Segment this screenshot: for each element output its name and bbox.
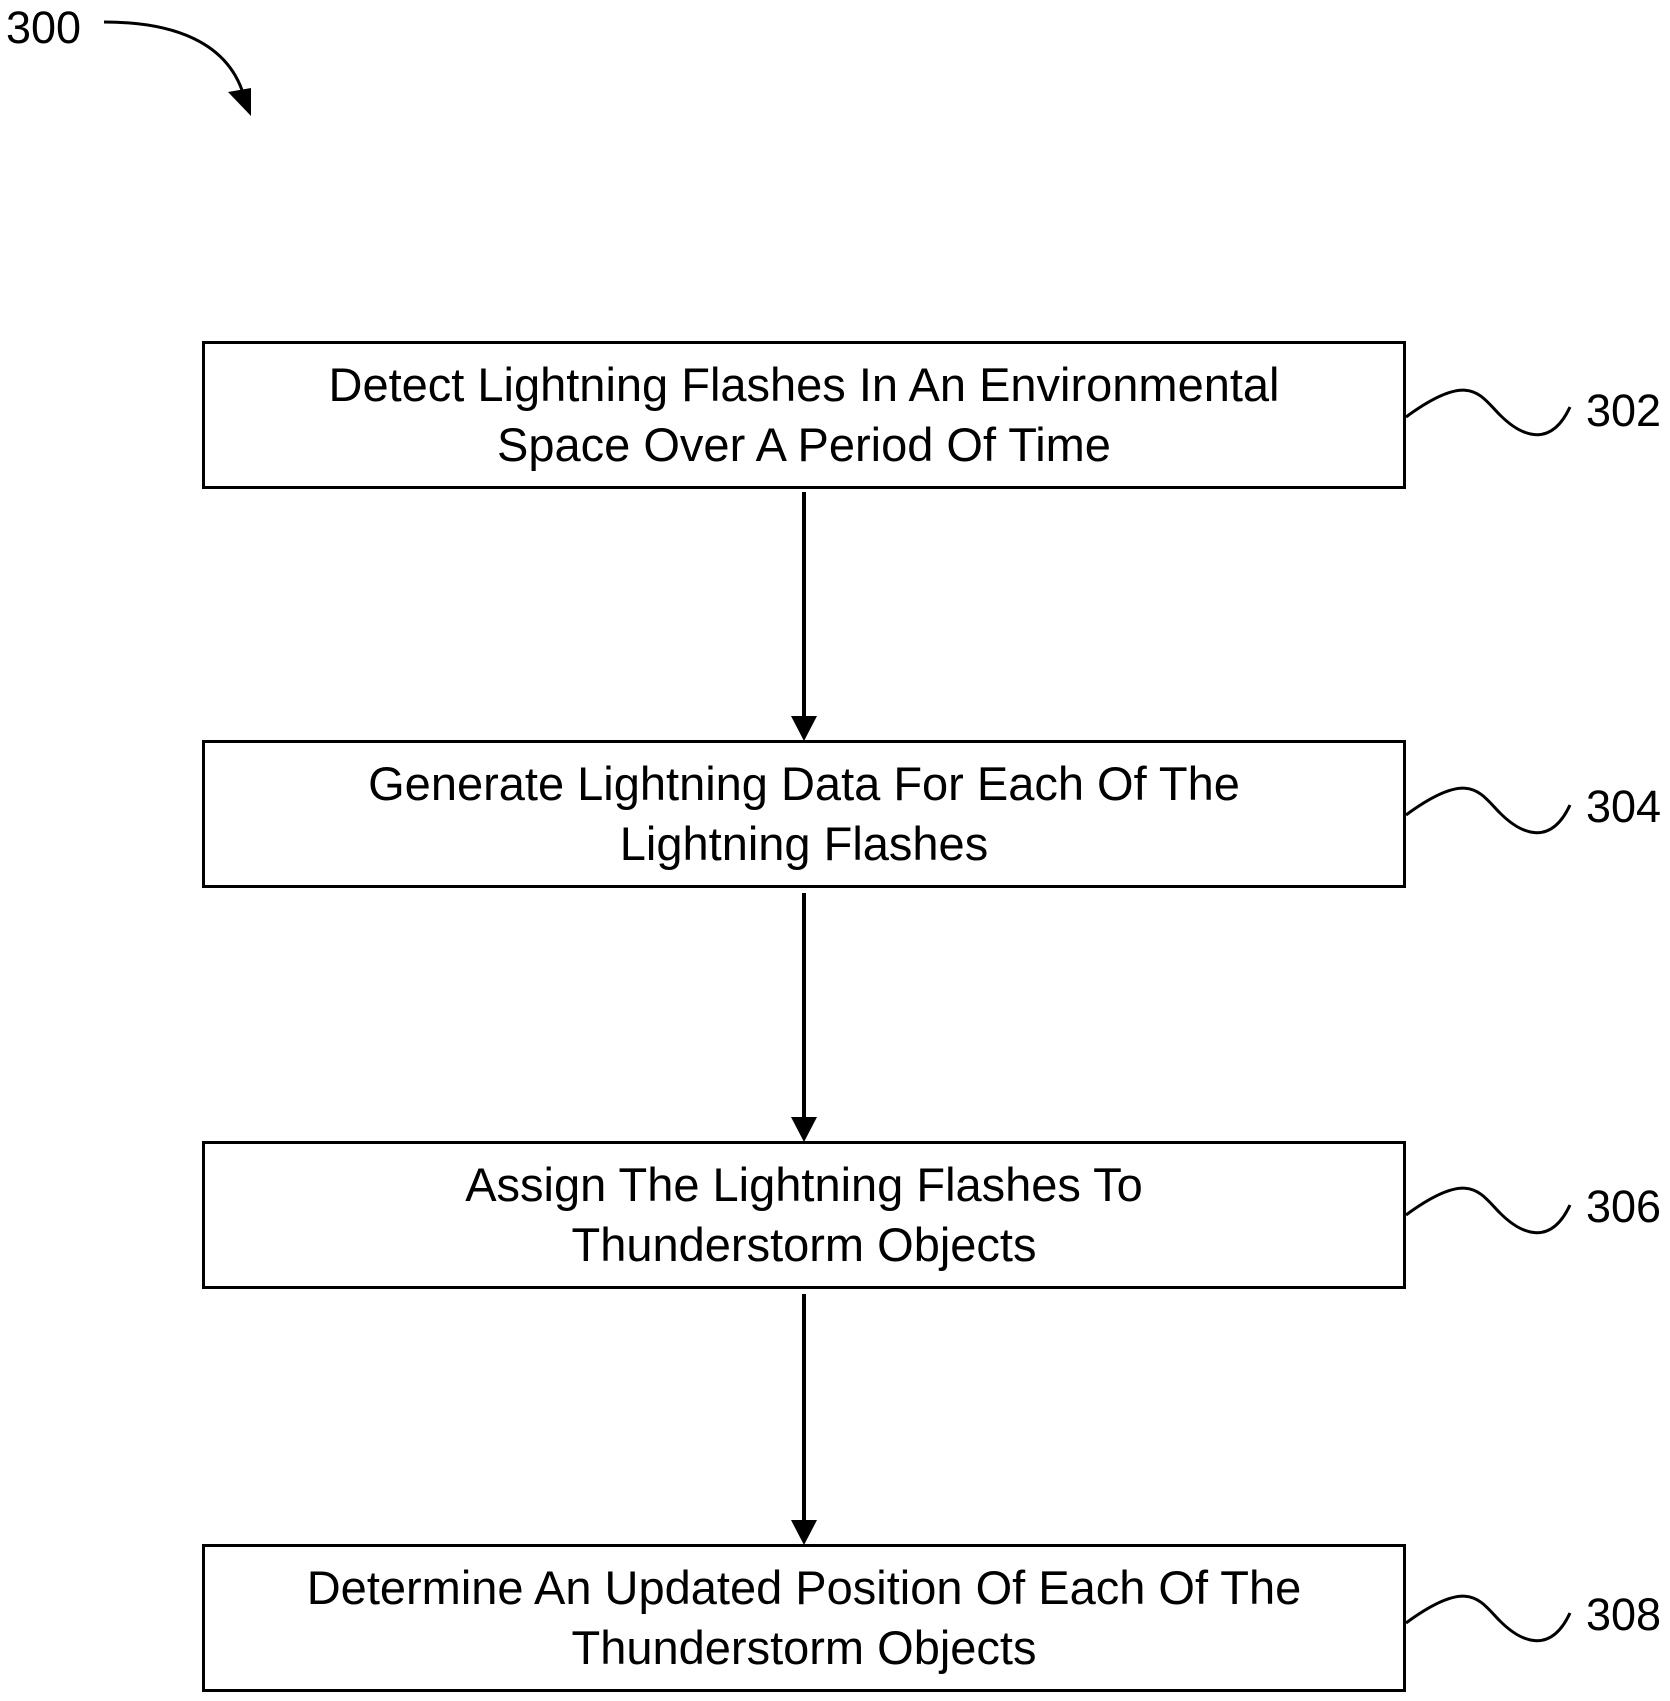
leader-306 [1406,1188,1570,1233]
arrow-302-to-304-head [791,716,817,741]
step-304-line-2: Lightning Flashes [244,814,1364,874]
ref-label-306: 306 [1586,1181,1661,1233]
step-306-line-1: Assign The Lightning Flashes To [244,1155,1364,1215]
arrow-306-to-308-head [791,1520,817,1545]
step-302-line-2: Space Over A Period Of Time [244,415,1364,475]
step-box-304: Generate Lightning Data For Each Of The … [202,740,1406,888]
step-text-304: Generate Lightning Data For Each Of The … [244,754,1364,874]
ref-label-308: 308 [1586,1589,1661,1641]
leader-302 [1406,390,1570,435]
figure-pointer-arrowhead [228,88,251,116]
arrow-304-to-306-head [791,1117,817,1142]
step-302-line-1: Detect Lightning Flashes In An Environme… [244,355,1364,415]
step-text-302: Detect Lightning Flashes In An Environme… [244,355,1364,475]
figure-pointer-arrow [104,22,245,100]
leader-304 [1406,788,1570,833]
step-text-308: Determine An Updated Position Of Each Of… [244,1558,1364,1678]
step-box-302: Detect Lightning Flashes In An Environme… [202,341,1406,489]
step-box-306: Assign The Lightning Flashes To Thunders… [202,1141,1406,1289]
step-308-line-1: Determine An Updated Position Of Each Of… [244,1558,1364,1618]
figure-number: 300 [6,2,81,54]
leader-308 [1406,1596,1570,1641]
step-308-line-2: Thunderstorm Objects [244,1618,1364,1678]
ref-label-304: 304 [1586,781,1661,833]
step-304-line-1: Generate Lightning Data For Each Of The [244,754,1364,814]
step-text-306: Assign The Lightning Flashes To Thunders… [244,1155,1364,1275]
step-306-line-2: Thunderstorm Objects [244,1215,1364,1275]
ref-label-302: 302 [1586,385,1661,437]
step-box-308: Determine An Updated Position Of Each Of… [202,1544,1406,1692]
